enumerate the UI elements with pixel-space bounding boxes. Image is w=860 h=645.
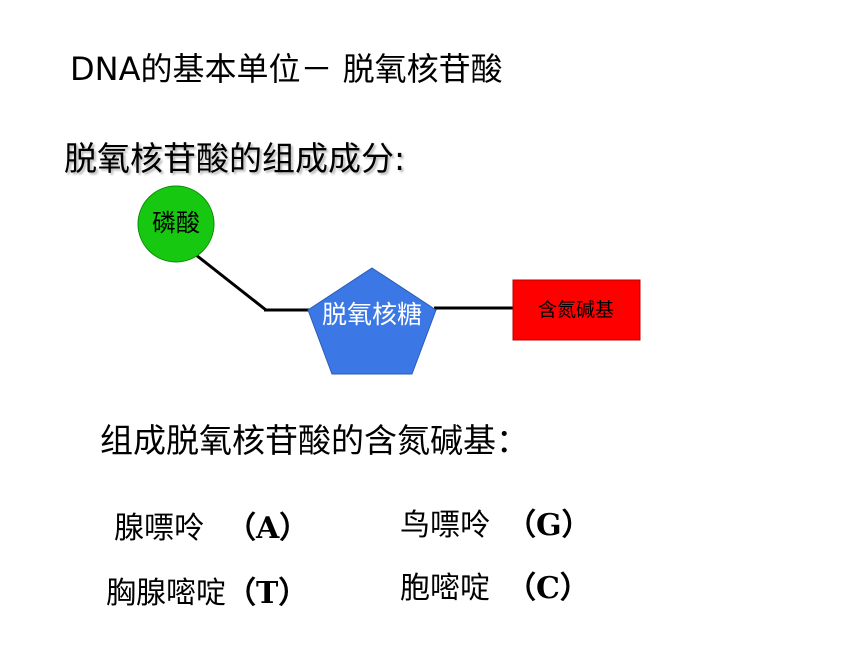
base-item-adenine: 腺嘌呤 （A） [114, 503, 309, 547]
nitrogenous-base-label: 含氮碱基 [537, 299, 614, 321]
base-name: 胸腺嘧啶 [106, 576, 226, 611]
base-code: （G） [506, 508, 592, 543]
base-name: 胞嘧啶 [400, 571, 490, 606]
slide-title: DNA的基本单位－ 脱氧核苷酸 [70, 50, 503, 88]
base-name: 腺嘌呤 [114, 511, 204, 546]
base-item-cytosine: 胞嘧啶 （C） [400, 563, 590, 607]
base-code: （C） [506, 571, 590, 606]
deoxyribose-pentagon [307, 267, 437, 375]
base-name: 鸟嘌呤 [400, 508, 490, 543]
phosphate-circle [137, 185, 215, 263]
components-subtitle: 脱氧核苷酸的组成成分: [64, 139, 406, 178]
base-code: （T） [226, 576, 309, 611]
base-item-thymine: 胸腺嘧啶（T） [106, 568, 308, 612]
deoxyribose-label: 脱氧核糖 [322, 300, 423, 329]
base-code: （A） [226, 511, 310, 546]
base-item-guanine: 鸟嘌呤 （G） [400, 500, 592, 544]
phosphate-connector [195, 253, 267, 312]
bases-heading: 组成脱氧核苷酸的含氮碱基： [100, 421, 529, 460]
nitrogenous-base-rect [512, 279, 641, 341]
phosphate-label: 磷酸 [152, 209, 200, 237]
